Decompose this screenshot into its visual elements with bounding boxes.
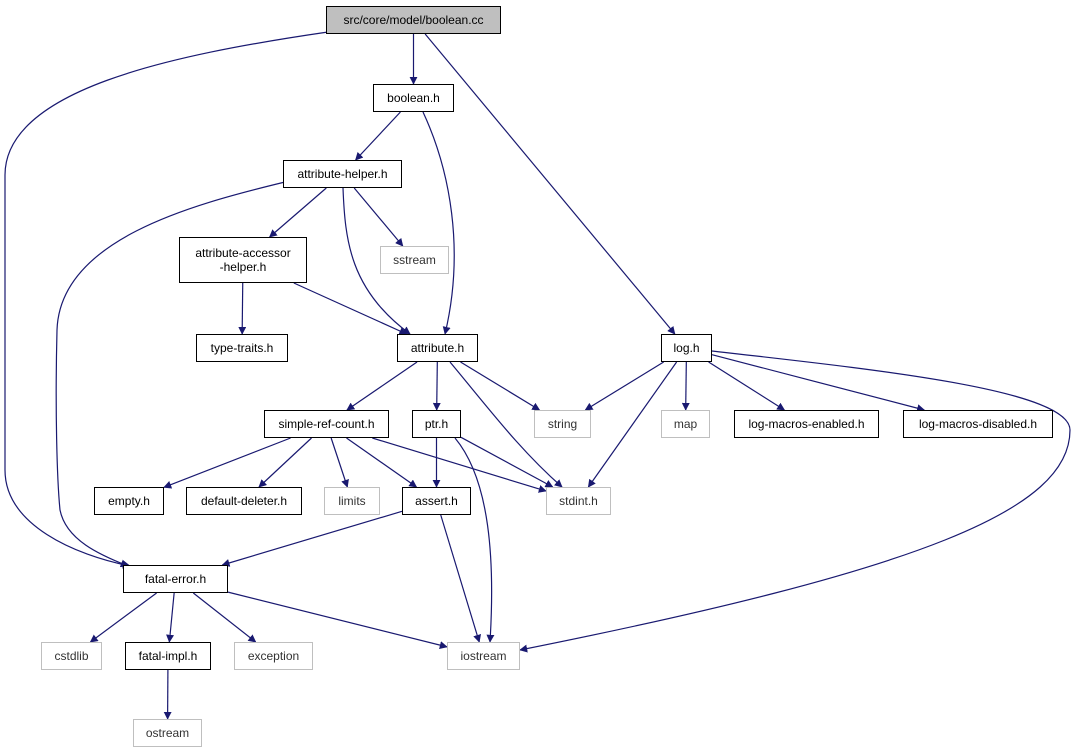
edge-simple-ref-count-h-to-empty-h [163, 437, 291, 489]
node-iostream: iostream [447, 642, 520, 670]
node-boolean-h[interactable]: boolean.h [373, 84, 454, 112]
edge-fatal-error-h-to-iostream [227, 591, 448, 650]
edge-simple-ref-count-h-to-assert-h [346, 437, 418, 488]
node-fatal-error-h[interactable]: fatal-error.h [123, 565, 228, 593]
node-limits: limits [324, 487, 380, 515]
edge-assert-h-to-iostream [440, 514, 481, 643]
edge-boolean-h-to-attribute-helper-h [355, 111, 401, 161]
edge-simple-ref-count-h-to-stdint-h [372, 437, 547, 493]
node-sstream: sstream [380, 246, 449, 274]
node-attribute-helper-h[interactable]: attribute-helper.h [283, 160, 402, 188]
edge-log-h-to-log-macros-disabled-h [711, 354, 926, 413]
node-cstdlib: cstdlib [41, 642, 102, 670]
node-fatal-impl-h[interactable]: fatal-impl.h [125, 642, 211, 670]
node-attribute-accessor-helper-h[interactable]: attribute-accessor -helper.h [179, 237, 307, 283]
node-assert-h[interactable]: assert.h [402, 487, 471, 515]
edge-fatal-error-h-to-exception [192, 592, 257, 643]
edge-fatal-error-h-to-cstdlib [89, 592, 157, 643]
edge-boolean-cc-to-fatal-error-h [4, 31, 329, 569]
edge-attribute-helper-h-to-attribute-accessor-helper-h [269, 187, 327, 238]
edge-attribute-accessor-helper-h-to-type-traits-h [238, 282, 247, 335]
edge-log-h-to-stdint-h [587, 361, 678, 488]
edge-attribute-helper-h-to-sstream [353, 187, 404, 247]
edge-attribute-helper-h-to-attribute-h [342, 187, 411, 335]
edge-ptr-h-to-iostream [454, 437, 495, 643]
edge-attribute-h-to-simple-ref-count-h [346, 361, 418, 411]
edge-boolean-cc-to-log-h [424, 33, 676, 335]
edge-attribute-accessor-helper-h-to-attribute-h [293, 282, 408, 335]
node-exception: exception [234, 642, 313, 670]
edge-log-h-to-iostream [519, 350, 1071, 653]
edge-attribute-h-to-string [460, 361, 541, 411]
edge-log-h-to-map [681, 361, 690, 411]
edge-assert-h-to-fatal-error-h [221, 510, 403, 567]
edge-attribute-h-to-ptr-h [432, 361, 441, 411]
node-simple-ref-count-h[interactable]: simple-ref-count.h [264, 410, 389, 438]
edge-log-h-to-log-macros-enabled-h [708, 361, 786, 411]
node-stdint-h: stdint.h [546, 487, 611, 515]
edge-attribute-h-to-stdint-h [449, 361, 563, 488]
edge-ptr-h-to-stdint-h [460, 436, 554, 488]
edge-log-h-to-string [584, 361, 664, 411]
edge-attribute-helper-h-to-fatal-error-h [55, 181, 286, 568]
node-type-traits-h[interactable]: type-traits.h [196, 334, 288, 362]
edge-fatal-error-h-to-fatal-impl-h [166, 592, 175, 643]
node-attribute-h[interactable]: attribute.h [397, 334, 478, 362]
node-boolean-cc[interactable]: src/core/model/boolean.cc [326, 6, 501, 34]
edge-simple-ref-count-h-to-default-deleter-h [258, 437, 312, 488]
node-ptr-h[interactable]: ptr.h [412, 410, 461, 438]
node-string: string [534, 410, 591, 438]
node-map: map [661, 410, 710, 438]
node-log-macros-disabled-h[interactable]: log-macros-disabled.h [903, 410, 1053, 438]
node-log-h[interactable]: log.h [661, 334, 712, 362]
edge-boolean-h-to-attribute-h [422, 111, 455, 335]
node-empty-h[interactable]: empty.h [94, 487, 164, 515]
node-log-macros-enabled-h[interactable]: log-macros-enabled.h [734, 410, 879, 438]
node-ostream: ostream [133, 719, 202, 747]
node-default-deleter-h[interactable]: default-deleter.h [186, 487, 302, 515]
edge-simple-ref-count-h-to-limits [330, 437, 349, 488]
